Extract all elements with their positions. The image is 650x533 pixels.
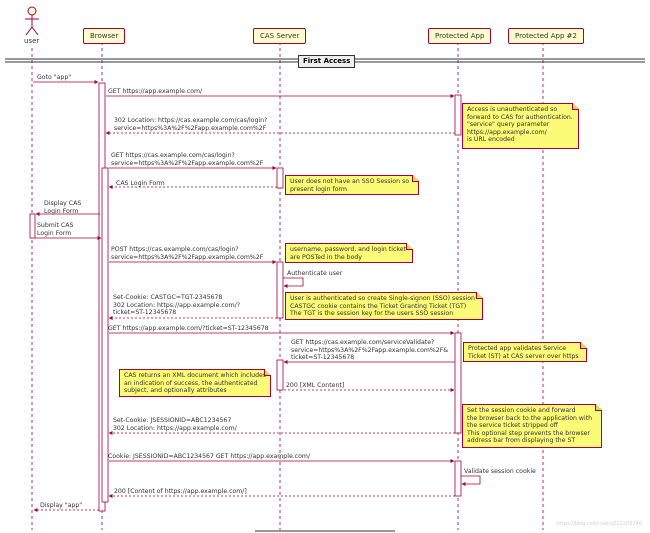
participant-browser: Browser — [83, 28, 126, 44]
msg-set-session: Set-Cookie: JSESSIONID=ABC1234567 302 Lo… — [113, 417, 237, 432]
msg-display-form: Display CAS Login Form — [44, 200, 82, 215]
msg-goto-app: Goto "app" — [37, 74, 72, 81]
msg-get-ticket: GET https://app.example.com/?ticket=ST-1… — [108, 325, 269, 332]
user-actor-icon — [25, 6, 39, 36]
msg-submit-form: Submit CAS Login Form — [37, 222, 74, 237]
msg-set-tgt: Set-Cookie: CASTGC=TGT-2345678 302 Locat… — [113, 294, 240, 316]
note-post-body: username, password, and login ticket are… — [285, 243, 413, 263]
msg-302-login: 302 Location: https://cas.example.com/ca… — [114, 117, 268, 132]
note-xml-doc: CAS returns an XML document which includ… — [119, 369, 271, 397]
note-unauthenticated: Access is unauthenticated so forward to … — [462, 103, 579, 149]
activation-app-2 — [454, 332, 462, 434]
activation-cas-2 — [276, 261, 284, 319]
msg-get-app: GET https://app.example.com/ — [108, 88, 203, 95]
note-set-session: Set the session cookie and forward the b… — [462, 404, 602, 448]
activation-cas-1 — [276, 167, 284, 189]
note-validate-st: Protected app validates Service Ticket (… — [463, 342, 587, 362]
msg-content: 200 [Content of https://app.example.com/… — [114, 488, 247, 495]
msg-validate-cookie: Validate session cookie — [464, 468, 536, 475]
msg-display-app: Display "app" — [40, 502, 83, 509]
watermark: https://blog.csdn.net/u011203246 — [556, 521, 642, 527]
msg-service-validate: GET https://cas.example.com/serviceValid… — [291, 339, 449, 361]
activation-cas-3 — [276, 359, 284, 391]
participant-user: user — [24, 37, 40, 45]
msg-get-login: GET https://cas.example.com/cas/login? s… — [111, 152, 264, 167]
arrow-authenticate-self — [283, 277, 304, 288]
note-no-sso: User does not have an SSO Session so pre… — [285, 175, 419, 195]
msg-post-login: POST https://cas.example.com/cas/login? … — [111, 246, 264, 261]
msg-login-form: CAS Login Form — [116, 180, 165, 187]
activation-app-3 — [454, 460, 462, 497]
note-sso-session: User is authenticated so create Single-s… — [285, 292, 483, 320]
participant-cas: CAS Server — [253, 28, 307, 44]
msg-cookie-get: Cookie: JSESSIONID=ABC1234567 GET https:… — [108, 453, 311, 460]
activation-app-1 — [454, 94, 462, 136]
activation-user — [29, 213, 36, 239]
activation-browser-2 — [101, 167, 109, 503]
participant-app: Protected App — [428, 28, 492, 44]
participant-app2: Protected App #2 — [508, 28, 584, 44]
section-first-access: First Access — [298, 55, 356, 68]
msg-authenticate: Authenticate user — [287, 270, 343, 277]
msg-xml-content: 200 [XML Content] — [286, 382, 345, 389]
arrow-validate-self — [461, 475, 481, 486]
